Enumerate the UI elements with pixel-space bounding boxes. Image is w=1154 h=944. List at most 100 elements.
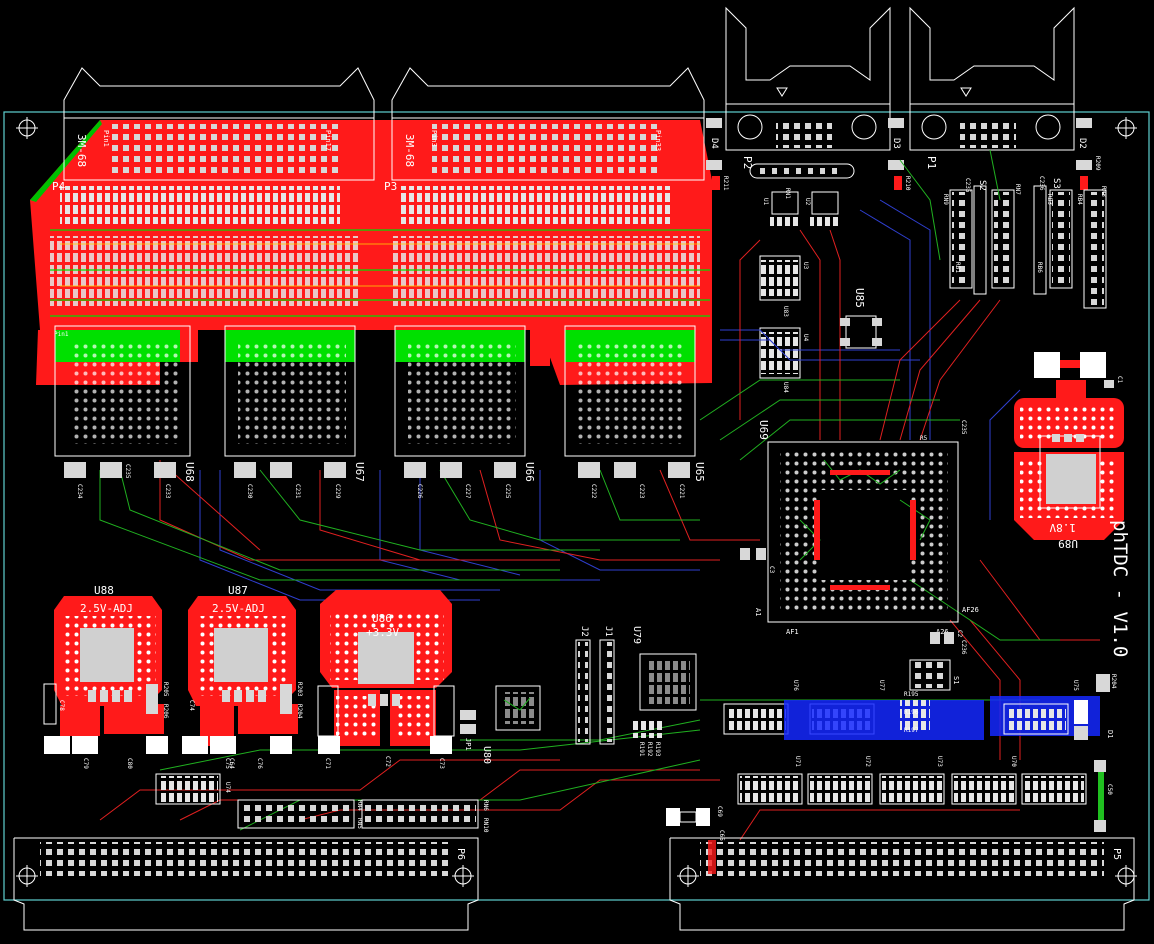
part-label: U2 [804, 198, 811, 206]
edge-connectors [13, 837, 1135, 931]
svg-text:C76: C76 [256, 758, 263, 769]
svg-text:C71: C71 [324, 758, 331, 769]
chip-ref: U83 [782, 306, 789, 317]
svg-text:J1: J1 [603, 626, 613, 637]
chip-ref: U84 [782, 382, 789, 393]
pin1-marker: Pin1 [54, 331, 69, 338]
header-ref: P2 [741, 156, 754, 169]
regulator-part: C3 [1088, 354, 1095, 362]
header-ref: P1 [925, 156, 938, 169]
cap-label: C3 [768, 566, 775, 574]
ribbon-label-p4-conn: 3M-68 [75, 134, 88, 167]
edge-connector-ref: P5 [1111, 848, 1122, 860]
svg-text:R191: R191 [638, 742, 645, 757]
regulator-voltage: +3.3V [366, 626, 399, 639]
chip-ref: U66 [523, 462, 536, 482]
ribbon-pin-label: Pin17 [324, 130, 332, 151]
regulator-part: C1 [1116, 376, 1123, 384]
svg-text:C231: C231 [294, 484, 301, 499]
regulators-left [43, 590, 455, 754]
driver-ref: U74 [224, 782, 231, 793]
bottom-part: RN10 [482, 818, 489, 833]
part-label: RN1 [784, 188, 791, 199]
part-label: RN8 [1100, 186, 1107, 197]
chip-ref: U85 [853, 288, 866, 308]
svg-text:R195: R195 [904, 691, 919, 698]
strip-label: RB6 [1036, 262, 1043, 273]
led-ref: D3 [891, 138, 901, 149]
part-label: U3 [802, 262, 809, 270]
regulator-ref: U86 [372, 612, 392, 625]
bottom-part: RN5 [356, 818, 363, 829]
part-label: RB3 [1046, 194, 1053, 205]
svg-text:C226: C226 [416, 484, 423, 499]
chip-ref: U68 [183, 462, 196, 482]
ribbon-pin-label: Pin3 [430, 130, 438, 147]
svg-text:C230: C230 [246, 484, 253, 499]
ribbon-connectors [63, 67, 705, 181]
svg-text:J2: J2 [579, 626, 589, 637]
svg-text:C69: C69 [716, 806, 723, 817]
regulator-voltage: 2.5V-ADJ [80, 602, 133, 615]
svg-text:S1: S1 [952, 676, 960, 684]
fpga-corner: A26 [936, 628, 949, 636]
ribbon-pin-label: Pin33 [654, 130, 662, 151]
svg-text:C75: C75 [224, 758, 231, 769]
svg-text:U76: U76 [792, 680, 799, 691]
svg-text:C80: C80 [126, 758, 133, 769]
resistor-ref: R210 [904, 176, 911, 191]
bottom-part: C65 [718, 830, 725, 841]
board-outline [3, 111, 1150, 901]
svg-text:C227: C227 [464, 484, 471, 499]
resistor-ref: R209 [1094, 156, 1101, 171]
svg-text:R205: R205 [162, 682, 169, 697]
svg-text:C225: C225 [504, 484, 511, 499]
svg-text:R206: R206 [162, 704, 169, 719]
switch-label: S3 [1051, 178, 1061, 189]
svg-text:R196: R196 [904, 709, 919, 716]
fpga-part: C235 [960, 420, 967, 435]
driver-ref: U72 [864, 756, 871, 767]
switch-label: S2 [977, 180, 987, 191]
led-ref: D2 [1077, 138, 1087, 149]
driver-ref: U71 [794, 756, 801, 767]
svg-text:R193: R193 [654, 742, 661, 757]
svg-text:R204: R204 [296, 704, 303, 719]
svg-text:C234: C234 [76, 484, 83, 499]
bottom-headers [237, 799, 479, 829]
svg-text:U79: U79 [631, 626, 642, 644]
part-label: U4 [802, 334, 809, 342]
part-label: C235 [964, 178, 971, 193]
svg-text:R204: R204 [1110, 674, 1117, 689]
driver-ref: U73 [936, 756, 943, 767]
regulator-ref: U88 [94, 584, 114, 597]
svg-text:U80: U80 [481, 746, 492, 764]
regulator-voltage: 2.5V-ADJ [212, 602, 265, 615]
bottom-part: C64 [228, 758, 235, 769]
svg-text:C78: C78 [58, 700, 65, 711]
part-label: RN9 [942, 194, 949, 205]
svg-text:R192: R192 [646, 742, 653, 757]
regulator-voltage: 1.8V [1049, 521, 1076, 534]
svg-text:R203: R203 [296, 682, 303, 697]
mid-part-labels: U80 U79 J1 J2 JP1 R191 R192 R193 U76 U77… [464, 626, 1117, 817]
svg-text:U75: U75 [1072, 680, 1079, 691]
svg-text:C233: C233 [164, 484, 171, 499]
ribbon-pin-label: Pin1 [102, 130, 110, 147]
svg-text:U77: U77 [878, 680, 885, 691]
strip-label: RB1 [954, 262, 961, 273]
svg-text:C222: C222 [590, 484, 597, 499]
ribbon-ref-p4: P4 [52, 180, 66, 193]
svg-text:C73: C73 [438, 758, 445, 769]
ribbon-ref-p3: P3 [384, 180, 397, 193]
regulator-part-labels: C78 C79 C80 R205 R206 C74 C75 C76 R203 R… [58, 682, 445, 769]
bottom-part: RN4 [356, 800, 363, 811]
top-small-parts [749, 163, 1107, 379]
small-chip-u85 [840, 315, 882, 349]
fpga-corner: A1 [754, 608, 762, 616]
fpga-corner: AF1 [786, 628, 799, 636]
svg-text:C223: C223 [638, 484, 645, 499]
regulator-ref: U89 [1058, 537, 1078, 550]
svg-text:C50: C50 [1106, 784, 1113, 795]
led-ref: D4 [709, 138, 719, 149]
